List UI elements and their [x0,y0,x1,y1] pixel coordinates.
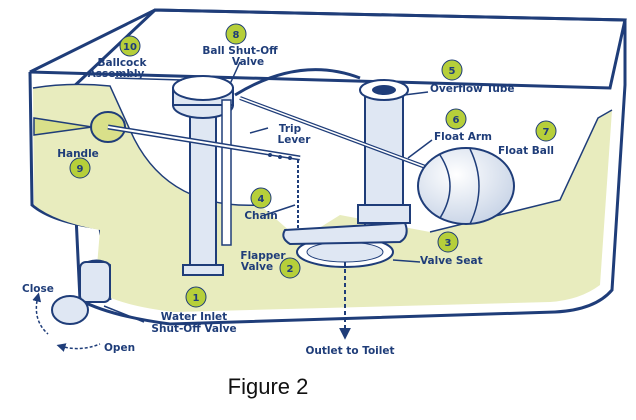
part-badge-2 [279,257,301,279]
part-name-1-line2: Shut-Off Valve [151,323,236,335]
part-label-9: Handle 9 [57,148,99,179]
part-label-2: Flapper Valve 2 [240,250,301,279]
leader-line [103,305,145,323]
part-name-10: Ballcock [98,57,148,69]
part-number-7: 7 [543,127,550,138]
trip-lever-rod-inner [107,126,301,159]
refill-tube [234,68,361,97]
tank-water [33,84,612,313]
part-badge-6 [445,108,467,130]
part-label-6: 6 Float Arm [434,108,492,143]
tank-rim [29,8,627,90]
part-label-8: 8 Ball Shut-Off Valve [202,23,278,68]
part-badge-7 [535,120,557,142]
part-number-4: 4 [258,194,265,205]
trip-lever-label: Trip Lever [278,123,312,146]
part-number-9: 9 [77,164,84,175]
shutoff-valve-knob [51,295,89,325]
part-badge-4 [250,187,272,209]
part-name-10-line2: Assembly [88,68,145,80]
part-number-5: 5 [449,66,456,77]
part-number-10: 10 [123,42,137,53]
inlet-pipe [79,261,111,303]
part-label-7: 7 Float Ball [498,120,557,157]
part-name-3: Valve Seat [420,255,483,267]
part-label-3: 3 Valve Seat [420,231,483,267]
part-badge-10 [119,35,141,57]
part-name-1: Water Inlet [161,311,227,323]
close-arrow [32,292,49,335]
part-name-8: Ball Shut-Off [202,45,278,57]
part-number-8: 8 [233,30,240,41]
open-label: Open [104,342,135,354]
open-arrow [56,343,101,352]
part-label-10: 10 Ballcock Assembly [88,35,148,80]
part-badge-5 [441,59,463,81]
float-ball-ridge [469,148,480,225]
float-arm-rod-inner [239,97,456,179]
figure-caption: Figure 2 [228,374,309,399]
leader-line [392,259,421,263]
part-badge-8 [225,23,247,45]
flapper [282,221,408,246]
part-name-2: Flapper [240,250,286,262]
leader-line [403,91,429,96]
outlet-label: Outlet to Toilet [305,345,394,357]
part-badge-3 [437,231,459,253]
part-label-5: 5 Overflow Tube [430,59,515,95]
lever-hole [278,155,282,159]
leader-line [264,204,296,216]
part-name-7: Float Ball [498,145,554,157]
overflow-tube-opening [372,85,396,95]
ballcock-cap-top [172,75,234,101]
float-ball-shape [417,147,515,225]
close-label: Close [22,283,54,295]
leader-line [407,139,433,159]
part-number-1: 1 [193,293,200,304]
leader-line [249,127,269,134]
part-badge-1 [185,286,207,308]
leader-line [229,61,241,85]
lever-hole [268,153,272,157]
overflow-tube-collar [357,204,411,224]
part-badge-9 [69,157,91,179]
valve-seat-inner [306,241,384,263]
part-name-2-line2: Valve [241,261,273,273]
ballcock-fill-tube [221,99,232,246]
part-name-4: Chain [244,210,277,222]
part-number-2: 2 [287,264,294,275]
lever-hole [288,156,292,160]
part-name-9: Handle [57,148,99,160]
part-number-3: 3 [445,238,452,249]
trip-lever-label-line1: Trip [279,123,302,135]
part-name-6: Float Arm [434,131,492,143]
part-label-4: 4 Chain [244,187,278,222]
part-label-1: 1 Water Inlet Shut-Off Valve [151,286,237,335]
part-name-5: Overflow Tube [430,83,515,95]
leader-line [114,77,183,81]
part-number-6: 6 [453,115,460,126]
ballcock-base [182,264,224,276]
float-ball-ridge [439,154,451,219]
trip-lever-label-line2: Lever [278,134,312,146]
handle-lever [33,117,93,136]
part-name-8-line2: Valve [232,56,264,68]
